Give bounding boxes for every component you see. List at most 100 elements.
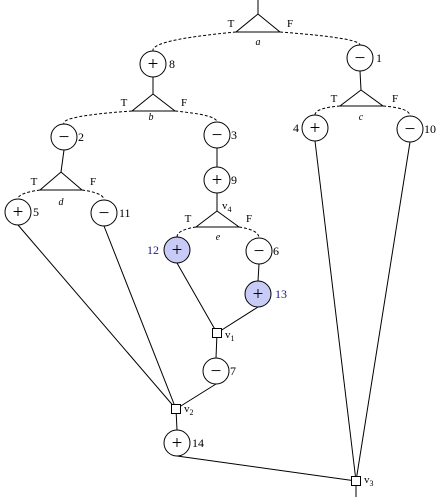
branch-triangle-c [338, 89, 385, 107]
node-symbol: − [59, 127, 70, 148]
edge-line [355, 141, 411, 482]
node-number: 12 [147, 243, 159, 257]
branch-triangle-b [130, 93, 177, 112]
node-4: + [301, 114, 329, 142]
branch-false-label: F [90, 176, 96, 188]
branch-false-label: F [181, 97, 187, 109]
node-3: − [203, 121, 231, 149]
node-circle [90, 199, 118, 227]
node-symbol: + [148, 54, 159, 75]
branch-true-arc-d [17, 189, 41, 200]
node-symbol: + [310, 118, 321, 139]
branch-true-label: T [228, 18, 235, 30]
node-14: + [163, 429, 191, 457]
node-symbol: + [212, 170, 223, 191]
node-symbol: + [172, 433, 183, 454]
branch-name-b: b [149, 112, 154, 123]
node-7: − [202, 357, 230, 385]
node-number: 6 [273, 244, 279, 258]
edge-line [216, 306, 259, 334]
junction-label-v3: v3 [364, 474, 374, 488]
node-number: 7 [230, 364, 236, 378]
edge-line [103, 225, 177, 410]
edge-line [359, 70, 362, 91]
node-circle [139, 50, 167, 78]
junction-boxes [171, 328, 361, 486]
edge-line [175, 383, 217, 410]
node-number: 9 [231, 173, 237, 187]
branch-false-label: F [246, 213, 252, 225]
node-symbol: − [212, 125, 223, 146]
edge-line [257, 263, 260, 282]
branch-triangle-d [38, 171, 84, 191]
branch-true-arc-b [63, 110, 133, 125]
node-number: 1 [376, 51, 382, 65]
node-number: 2 [78, 130, 84, 144]
junction-label-v2: v2 [184, 403, 194, 417]
node-number: 10 [424, 122, 436, 136]
junction-v1 [212, 328, 222, 338]
branch-false-label: F [287, 18, 293, 30]
node-symbol: − [405, 119, 416, 140]
junction-v2 [171, 404, 181, 414]
node-number: 11 [119, 206, 131, 220]
node-8: + [139, 50, 167, 78]
node-circle [163, 236, 191, 264]
node-symbol: + [253, 284, 264, 305]
branch-dashed-arcs [17, 31, 411, 239]
branch-true-arc-e [176, 226, 197, 238]
branch-triangles [38, 13, 385, 228]
diagram-nodes: + − − − + − + + − + − + − + [4, 44, 424, 457]
branch-false-arc-b [174, 110, 218, 123]
branch-true-label: T [331, 93, 338, 105]
diagram-edges [17, 0, 411, 497]
node-6: − [245, 237, 273, 265]
node-circle [301, 114, 329, 142]
branch-name-e: e [216, 232, 221, 243]
branch-false-arc-e [238, 226, 260, 239]
edge-line [17, 224, 177, 410]
branch-false-arc-d [81, 189, 105, 201]
edge-line [314, 140, 357, 482]
node-1: − [346, 44, 374, 72]
branch-true-arc-a [152, 31, 237, 52]
junction-v3 [351, 476, 361, 486]
edge-line [176, 455, 357, 482]
node-circle [203, 166, 231, 194]
junction-label-v1: v1 [225, 329, 235, 343]
node-11: − [90, 199, 118, 227]
node-circle [203, 121, 231, 149]
node-circle [244, 280, 272, 308]
branch-false-arc-a [279, 31, 361, 46]
branch-true-arc-c [314, 105, 341, 116]
node-number: 14 [192, 436, 204, 450]
node-symbol: + [172, 240, 183, 261]
branch-triangle-e [194, 210, 241, 228]
node-symbol: − [99, 203, 110, 224]
node-number: 3 [231, 128, 237, 142]
node-2: − [50, 123, 78, 151]
node-circle [163, 429, 191, 457]
edge-line [176, 262, 218, 334]
node-5: + [4, 198, 32, 226]
node-circle [4, 198, 32, 226]
node-symbol: − [254, 241, 265, 262]
branch-name-a: a [256, 37, 261, 48]
node-number: 13 [275, 287, 287, 301]
node-circle [396, 115, 424, 143]
node-13: + [244, 280, 272, 308]
node-symbol: − [355, 48, 366, 69]
node-circle [202, 357, 230, 385]
node-number: 5 [33, 205, 39, 219]
node-circle [245, 237, 273, 265]
node-12: + [163, 236, 191, 264]
branch-name-c: c [359, 112, 364, 123]
branch-true-label: T [31, 176, 38, 188]
node-symbol: + [13, 202, 24, 223]
branch-false-arc-c [382, 105, 411, 117]
node-10: − [396, 115, 424, 143]
node-number: 8 [169, 57, 175, 71]
branch-false-label: F [392, 93, 398, 105]
